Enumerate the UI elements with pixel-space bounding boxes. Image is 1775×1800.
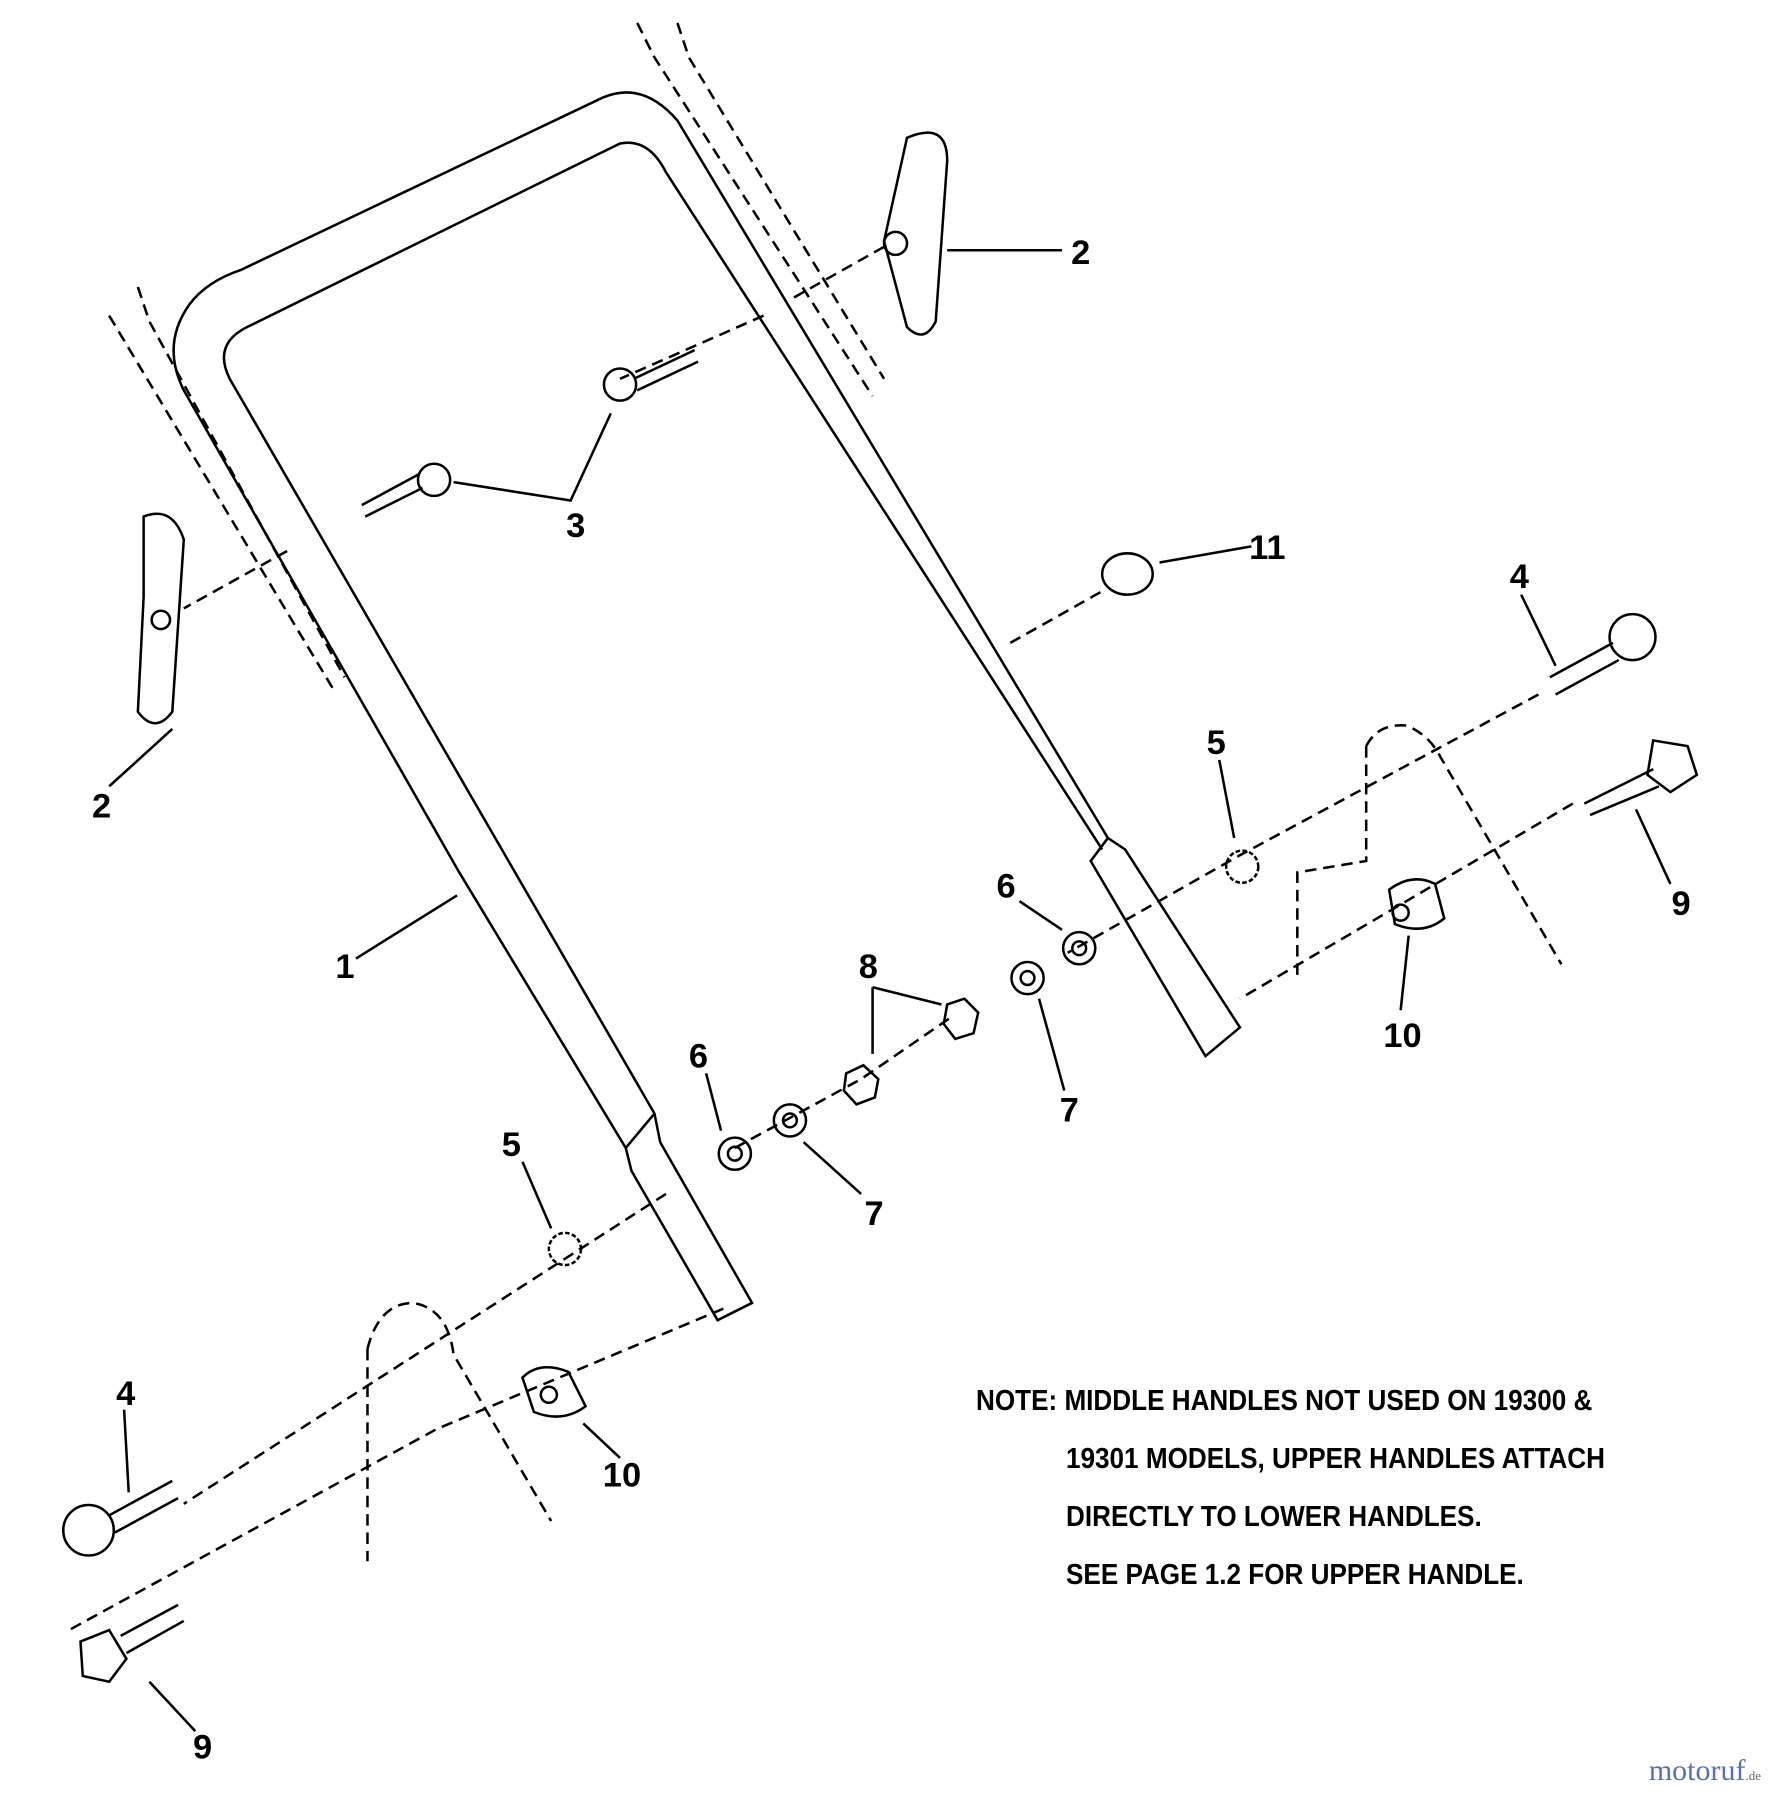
hex-nut [842,1063,880,1106]
carriage-bolt [361,462,452,518]
lock-washer [772,1103,808,1138]
flat-washer [1061,930,1097,966]
lock-washer [1010,960,1045,996]
star-washer [547,1231,583,1267]
callout-9: 9 [1672,885,1691,923]
note-text: NOTE: MIDDLE HANDLES NOT USED ON 19300 &… [976,1372,1605,1604]
watermark-tld: .de [1745,1768,1761,1783]
callout-4: 4 [1510,558,1529,596]
hex-bolt [79,1603,185,1684]
note-line: 19301 MODELS, UPPER HANDLES ATTACH [1066,1443,1606,1475]
carriage-bolt [1549,612,1657,696]
callout-11: 11 [1249,529,1285,567]
callout-7: 7 [1060,1092,1079,1130]
note-line: SEE PAGE 1.2 FOR UPPER HANDLE. [1066,1559,1524,1591]
note-line: DIRECTLY TO LOWER HANDLES. [1066,1501,1482,1533]
callout-8: 8 [859,948,878,986]
callout-6: 6 [997,868,1016,906]
callout-7: 7 [865,1195,884,1233]
callout-4: 4 [116,1375,135,1413]
wing-knob [882,131,949,336]
callout-2: 2 [92,787,111,825]
star-washer [1224,849,1260,885]
callout-6: 6 [689,1038,708,1076]
hex-bolt [1583,738,1699,817]
callout-2: 2 [1071,234,1090,272]
watermark-logo: motoruf.de [1649,1754,1761,1788]
carriage-bolt [62,1479,179,1557]
callout-10: 10 [603,1457,641,1495]
flat-washer [717,1136,753,1172]
t-nut [521,1365,588,1418]
callout-5: 5 [1207,724,1226,762]
callout-labels: 1 2 2 3 4 4 5 5 6 6 7 7 8 9 9 10 10 11 [92,234,1691,1767]
t-nut [1387,878,1446,930]
hex-nut [942,997,980,1041]
note-line: NOTE: MIDDLE HANDLES NOT USED ON 19300 & [976,1385,1593,1417]
callout-9: 9 [193,1729,212,1767]
wing-knob [136,512,186,725]
watermark-name: motoruf [1648,1754,1746,1787]
lower-handle-outline [108,22,1563,1562]
carriage-bolt [602,348,699,402]
callout-3: 3 [566,507,585,545]
middle-handle [172,91,1242,1322]
callout-5: 5 [502,1126,521,1164]
hose-clamp [1100,552,1154,596]
callout-1: 1 [335,948,354,986]
callout-10: 10 [1383,1017,1421,1055]
